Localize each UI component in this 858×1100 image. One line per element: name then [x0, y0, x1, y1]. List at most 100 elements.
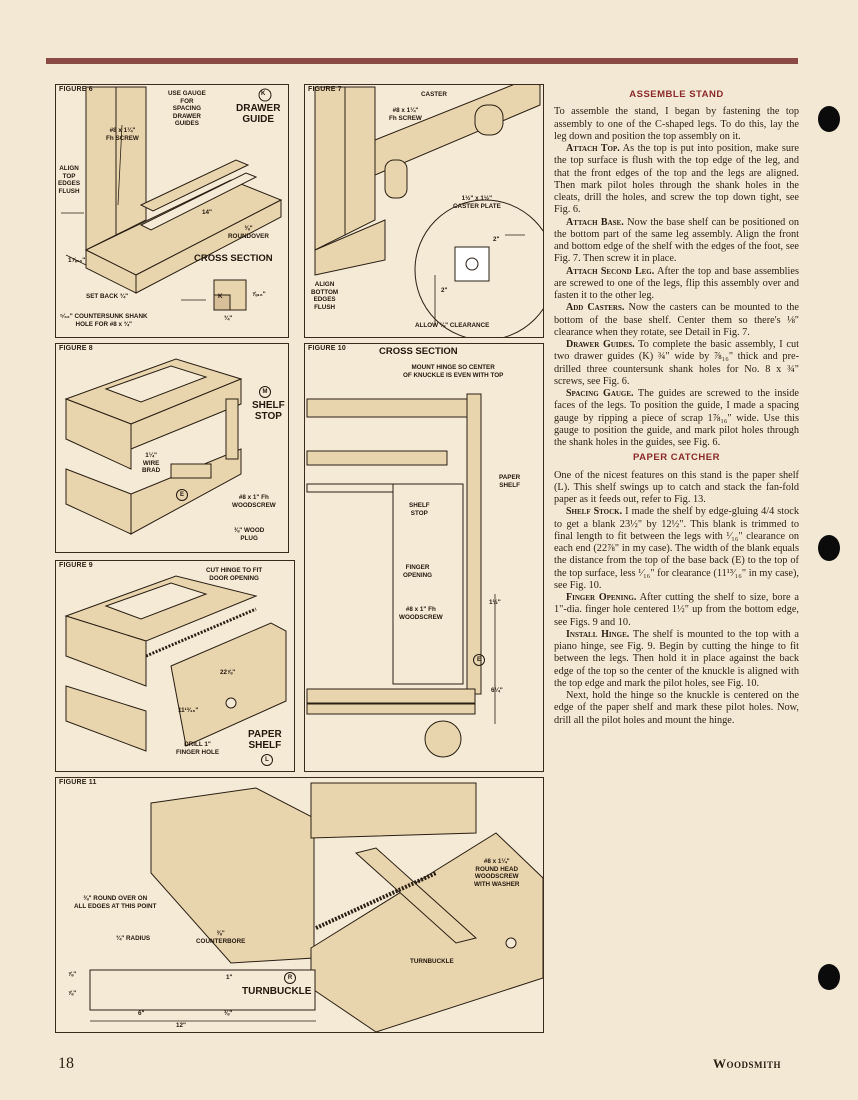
fig9-part-letter: L: [261, 754, 273, 766]
fig11-part-letter: R: [284, 972, 296, 984]
figure-8-title: FIGURE 8: [59, 345, 93, 352]
fig9-dim-11: 11¹³⁄₁₆": [178, 707, 199, 714]
drawer-guide-label: DRAWER GUIDE: [236, 103, 281, 125]
fig9-cut-label: CUT HINGE TO FIT DOOR OPENING: [206, 567, 263, 582]
fig9-dim-22: 22⅞": [220, 669, 236, 676]
para-attach-top: Attach Top. As the top is put into posit…: [554, 143, 799, 217]
text-attach-top: As the top is put into position, make su…: [554, 143, 799, 216]
fig11-dim-1: 1": [226, 974, 233, 981]
figure-11-drawing: [89, 782, 543, 1032]
fig10-dim-112: 1½": [489, 599, 501, 606]
fig7-screw-label: #8 x 1¼" Fh SCREW: [389, 107, 422, 122]
fig10-paper-label: PAPER SHELF: [499, 474, 521, 489]
heading-assemble-stand: ASSEMBLE STAND: [629, 89, 724, 100]
figure-7-drawing: [314, 85, 543, 337]
caster-label: CASTER: [421, 91, 447, 98]
fig6-dim-14: 14": [202, 209, 212, 216]
shelf-stop-label: SHELF STOP: [252, 400, 285, 422]
figure-11: FIGURE 11 #8 x 1¼" ROUND HEAD WOODSCREW …: [55, 777, 544, 1033]
text-hinge: The shelf is mounted to the top with a p…: [554, 628, 799, 689]
para-stock: Shelf Stock. I made the shelf by edge-gl…: [554, 506, 799, 592]
fig11-dim-78b: ⅞": [68, 990, 77, 997]
figure-6-title: FIGURE 6: [59, 86, 93, 93]
fig10-dim-614: 6¼": [491, 687, 503, 694]
caster-plate-label: 1½" x 1½" CASTER PLATE: [453, 195, 501, 210]
fig6-dim-1716: 1⅞₁₆": [68, 257, 86, 264]
gauge-label: USE GAUGE FOR SPACING DRAWER GUIDES: [168, 90, 206, 128]
magazine-name: Woodsmith: [713, 1056, 782, 1071]
figure-10: FIGURE 10 CROSS SECTION MOUNT HINGE SO C…: [304, 343, 544, 772]
fig8-e-letter: E: [176, 489, 188, 501]
fig6-countersunk: ⁵⁄₃₂" COUNTERSUNK SHANK HOLE FOR #8 x ¾": [60, 313, 148, 328]
top-rule: [46, 58, 798, 64]
page-number: 18: [58, 1055, 74, 1072]
para-hinge: Install Hinge. The shelf is mounted to t…: [554, 629, 799, 690]
fig6-cross-section: CROSS SECTION: [194, 253, 273, 264]
text-finger: After cutting the shelf to size, bore a …: [554, 592, 799, 628]
fig8-e-letter-text: E: [176, 489, 188, 501]
fig6-align-label: ALIGN TOP EDGES FLUSH: [58, 165, 81, 195]
binder-hole-2: [818, 535, 840, 561]
text-attach-base: Now the base shelf can be positioned on …: [554, 216, 800, 265]
fig7-align-label: ALIGN BOTTOM EDGES FLUSH: [311, 281, 339, 311]
fig6-setback: SET BACK ¾": [86, 293, 129, 300]
figure-7: FIGURE 7 CASTER #8 x 1¼" Fh SCREW 1½" x …: [304, 84, 544, 338]
subhead-attach-top: Attach Top.: [566, 143, 620, 154]
fig6-cs-34: ¾": [224, 315, 233, 322]
figure-9: FIGURE 9 CUT HINGE TO FIT DOOR OPENING 2…: [55, 560, 295, 772]
fig11-dim-6: 6": [138, 1010, 145, 1017]
fig9-drill-label: DRILL 1" FINGER HOLE: [176, 741, 220, 756]
text-gauge: The guides are screwed to the inside fac…: [554, 388, 799, 448]
figure-9-title: FIGURE 9: [59, 562, 93, 569]
fig10-cross-section: CROSS SECTION: [379, 346, 458, 357]
paper-shelf-label: PAPER SHELF: [248, 729, 282, 751]
para-gauge: Spacing Gauge. The guides are screwed to…: [554, 388, 799, 449]
fig8-woodscrew: #8 x 1" Fh WOODSCREW: [232, 494, 276, 509]
para-attach-leg: Attach Second Leg. After the top and bas…: [554, 266, 799, 303]
para-attach-base: Attach Base. Now the base shelf can be p…: [554, 217, 799, 266]
para-final: Next, hold the hinge so the knuckle is c…: [554, 690, 799, 726]
fig10-stop-label: SHELF STOP: [409, 502, 430, 517]
para-intro: To assemble the stand, I began by fasten…: [554, 106, 799, 142]
figure-8-drawing: [64, 358, 243, 535]
figure-10-title: FIGURE 10: [308, 345, 346, 352]
subhead-attach-base: Attach Base.: [566, 216, 624, 228]
para-guides: Drawer Guides. To complete the basic ass…: [554, 339, 799, 388]
subhead-stock: Shelf Stock.: [566, 506, 623, 518]
text-stock: I made the shelf by edge-gluing 4/4 stoc…: [554, 506, 799, 591]
figure-10-drawing: [306, 393, 496, 758]
subhead-gauge: Spacing Gauge.: [566, 388, 634, 399]
fig11-dim-12: 12": [176, 1022, 186, 1029]
para-paper-intro: One of the nicest features on this stand…: [554, 469, 799, 506]
fig8-plug: ⅜" WOOD PLUG: [234, 527, 265, 542]
fig11-radius: ¾" RADIUS: [116, 935, 151, 942]
fig10-e-letter: E: [473, 654, 485, 666]
figure-6-drawing: [61, 86, 283, 311]
fig11-roundover: ⅜" ROUND OVER ON ALL EDGES AT THIS POINT: [74, 895, 157, 910]
binder-hole-1: [818, 106, 840, 132]
para-casters: Add Casters. Now the casters can be moun…: [554, 302, 799, 339]
fig8-part-letter: M: [259, 386, 271, 398]
subhead-attach-leg: Attach Second Leg.: [566, 265, 655, 277]
subhead-hinge: Install Hinge.: [566, 628, 630, 640]
figure-6: FIGURE 6 USE GAUGE FOR SPACING DRAWER GU…: [55, 84, 289, 338]
drawer-guide-letter: K: [261, 91, 266, 97]
fig6-cs-letter: K: [218, 293, 223, 300]
fig11-screw-label: #8 x 1¼" ROUND HEAD WOODSCREW WITH WASHE…: [474, 858, 520, 888]
fig8-part-letter-text: M: [259, 386, 271, 398]
fig10-screw-label: #8 x 1" Fh WOODSCREW: [399, 606, 443, 621]
turnbuckle-title: TURNBUCKLE: [242, 986, 312, 997]
para-finger: Finger Opening. After cutting the shelf …: [554, 592, 799, 629]
figure-8: FIGURE 8 M SHELF STOP 1¼" WIRE BRAD E #8…: [55, 343, 289, 553]
fig7-dim-2b: 2": [441, 287, 448, 294]
fig6-roundover: ⅜" ROUNDOVER: [228, 225, 269, 240]
fig11-dim-38: ⅜": [224, 1010, 233, 1017]
fig7-dim-2a: 2": [493, 236, 500, 243]
fig10-finger-label: FINGER OPENING: [403, 564, 433, 579]
subhead-finger: Finger Opening.: [566, 592, 637, 603]
figure-7-title: FIGURE 7: [308, 86, 342, 93]
text-guides: To complete the basic assembly, I cut tw…: [554, 339, 799, 387]
article-column: ASSEMBLE STAND To assemble the stand, I …: [554, 86, 799, 727]
subhead-casters: Add Casters.: [566, 302, 625, 314]
fig11-turnbuckle-label: TURNBUCKLE: [410, 958, 454, 965]
